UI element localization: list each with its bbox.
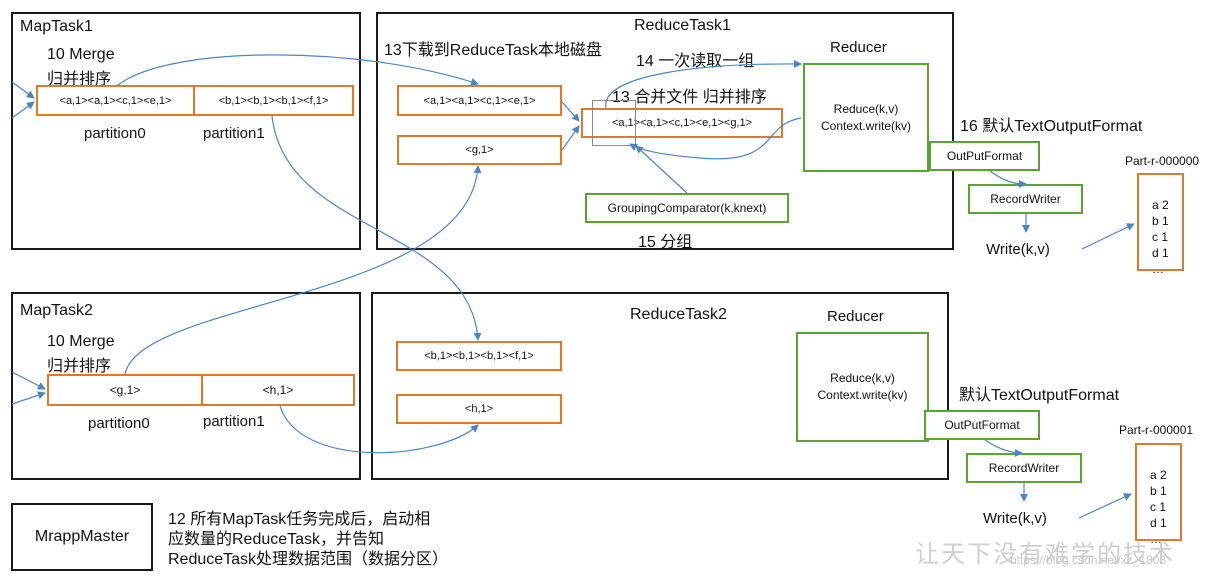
output2-format-label: 默认TextOutputFormat [959, 387, 1120, 404]
mrappmaster-note: 12 所有MapTask任务完成后，启动相 应数量的ReduceTask，并告知… [168, 511, 449, 568]
output1-format-label: 16 默认TextOutputFormat [960, 118, 1143, 135]
reducetask1-input1-cell: <a,1><a,1><c,1><e,1> [397, 85, 562, 116]
reducetask1-reducer-body: Reduce(k,v) Context.write(kv) [820, 101, 912, 133]
reducetask1-reducer-box: Reduce(k,v) Context.write(kv) [803, 63, 929, 172]
reducetask2-input1-cell: <b,1><b,1><b,1><f,1> [396, 341, 562, 371]
maptask1-partition1-label: partition1 [203, 125, 265, 142]
reducetask1-input2-cell: <g,1> [397, 135, 562, 165]
output1-recordwriter-text: RecordWriter [990, 192, 1061, 206]
output2-file-content: a 2 b 1 c 1 d 1 … [1150, 468, 1167, 546]
maptask1-frame [11, 12, 361, 250]
mrappmaster-label: MrappMaster [34, 528, 130, 545]
outputformat1-to-recordwriter-arrow [989, 170, 1027, 188]
write2-to-file-arrow [1078, 493, 1132, 519]
maptask2-partition1-label: partition1 [203, 413, 265, 430]
maptask1-input-arrow-b [11, 101, 35, 119]
reducetask2-input2-text: <h,1> [464, 403, 494, 415]
reducetask1-merge-files-label: 13 合并文件 归并排序 [612, 89, 767, 106]
reducetask1-input1-text: <a,1><a,1><c,1><e,1> [423, 94, 536, 107]
map1-p1-to-reduce2-arrow [271, 115, 482, 341]
maptask1-partition0-cell: <a,1><a,1><c,1><e,1> [36, 85, 195, 116]
reducetask1-merged-cell: <a,1><a,1><c,1><e,1><g,1> [581, 108, 783, 138]
reducetask1-group-label: 15 分组 [638, 234, 693, 251]
input1-to-merged-arrow [561, 101, 580, 122]
output2-write-label: Write(k,v) [983, 510, 1047, 527]
maptask2-partition1-text: <h,1> [262, 383, 294, 397]
reducetask1-grouping-text: GroupingComparator(k,knext) [607, 201, 767, 215]
maptask2-partition0-cell: <g,1> [47, 374, 203, 406]
reducetask1-frame [376, 12, 954, 250]
reducetask1-input2-text: <g,1> [465, 144, 494, 156]
reducetask2-title: ReduceTask2 [630, 306, 727, 323]
reducetask2-frame [371, 292, 949, 480]
write1-to-file-arrow [1081, 223, 1135, 250]
reducer-loop-arrow [629, 117, 802, 160]
read-group-arrow [605, 59, 802, 109]
maptask2-merge-label: 10 Merge [47, 333, 115, 350]
output1-file-content: a 2 b 1 c 1 d 1 … [1152, 198, 1169, 276]
maptask1-title: MapTask1 [20, 18, 93, 35]
reducetask2-input2-cell: <h,1> [396, 394, 562, 424]
outputformat2-to-recordwriter-arrow [984, 439, 1023, 457]
maptask1-partition0-label: partition0 [84, 125, 146, 142]
reducetask2-reducer-body: Reduce(k,v) Context.write(kv) [817, 371, 908, 402]
output1-file-name: Part-r-000000 [1125, 154, 1200, 168]
output2-file-name: Part-r-000001 [1119, 423, 1194, 437]
maptask2-input-arrow-b [11, 391, 46, 405]
maptask1-input-arrow-a [11, 81, 35, 99]
output2-file-box: a 2 b 1 c 1 d 1 … [1135, 443, 1182, 546]
map2-p0-to-reduce1-arrow [124, 165, 482, 375]
reducetask1-title: ReduceTask1 [634, 17, 731, 34]
map1-p0-to-reduce1-arrow [117, 54, 479, 86]
mrappmaster-box: MrappMaster [11, 503, 153, 571]
reducetask1-download-label: 13下载到ReduceTask本地磁盘 [384, 42, 602, 59]
reducetask1-reducer-title: Reducer [830, 39, 887, 56]
maptask2-partition0-label: partition0 [88, 415, 150, 432]
maptask2-sort-label: 归并排序 [47, 358, 112, 375]
maptask1-partition1-cell: <b,1><b,1><b,1><f,1> [193, 85, 354, 116]
maptask1-merge-label: 10 Merge [47, 46, 115, 63]
reducetask1-merged-text: <a,1><a,1><c,1><e,1><g,1> [611, 117, 753, 129]
reducetask2-reducer-title: Reducer [827, 308, 884, 325]
reducetask1-group-highlight [592, 100, 636, 146]
output1-write-label: Write(k,v) [986, 241, 1050, 258]
maptask2-partition0-text: <g,1> [109, 383, 141, 397]
maptask2-title: MapTask2 [20, 302, 93, 319]
grouping-to-group-arrow [635, 145, 688, 194]
output1-outputformat-box: OutPutFormat [929, 141, 1040, 171]
output2-recordwriter-box: RecordWriter [966, 453, 1082, 483]
output2-outputformat-text: OutPutFormat [944, 418, 1020, 432]
input2-to-merged-arrow [561, 125, 580, 151]
maptask2-partition1-cell: <h,1> [201, 374, 355, 406]
reducetask2-reducer-box: Reduce(k,v) Context.write(kv) [796, 332, 929, 442]
maptask1-sort-label: 归并排序 [47, 71, 112, 88]
map2-p1-to-reduce2-arrow [279, 405, 479, 454]
maptask1-partition1-text: <b,1><b,1><b,1><f,1> [218, 94, 329, 107]
reducetask2-input1-text: <b,1><b,1><b,1><f,1> [424, 350, 534, 362]
maptask2-input-arrow-a [11, 371, 46, 390]
output1-file-box: a 2 b 1 c 1 d 1 … [1137, 173, 1184, 276]
output2-recordwriter-text: RecordWriter [988, 461, 1060, 475]
output2-outputformat-box: OutPutFormat [924, 410, 1040, 440]
reducetask1-grouping-box: GroupingComparator(k,knext) [585, 193, 789, 223]
output1-outputformat-text: OutPutFormat [946, 149, 1023, 163]
maptask1-partition0-text: <a,1><a,1><c,1><e,1> [59, 94, 172, 107]
watermark-text: 让天下没有难学的技术 [915, 540, 1175, 568]
maptask2-frame [11, 292, 361, 480]
watermark-url: https://blog.csdn.net/xz_1803 [1010, 553, 1167, 567]
